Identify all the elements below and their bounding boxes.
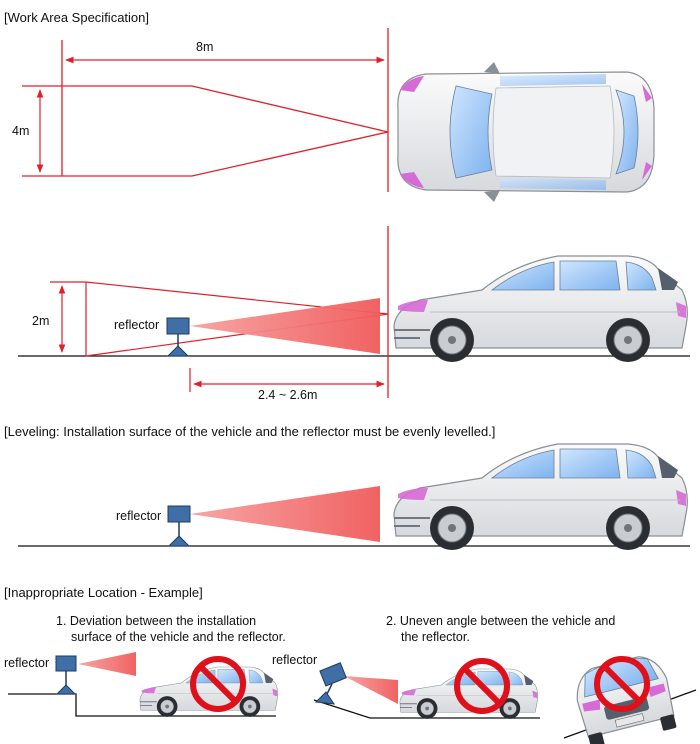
leveling-header: [Leveling: Installation surface of the v…	[4, 424, 496, 439]
example-2-line-1: 2. Uneven angle between the vehicle and	[386, 614, 616, 628]
radar-beam	[190, 486, 380, 542]
reflector-panel	[167, 505, 191, 523]
example-2-line-2: the reflector.	[401, 630, 470, 644]
side-view-section	[18, 226, 690, 398]
work-area-outline	[22, 85, 389, 177]
reflector-label: reflector	[116, 509, 162, 523]
reflector-panel	[55, 655, 77, 672]
reflector-label: reflector	[114, 318, 160, 332]
reflector-label: reflector	[272, 653, 318, 667]
radar-beam	[190, 298, 380, 354]
example-1-illustration	[8, 652, 279, 718]
reflector-panel	[166, 317, 190, 335]
height-dimension-label: 2m	[32, 314, 50, 328]
width-dimension-label: 4m	[12, 124, 30, 138]
example-3-illustration	[563, 649, 697, 744]
top-view-section	[22, 28, 655, 203]
work-area-header: [Work Area Specification]	[4, 10, 149, 25]
length-dimension-label: 8m	[196, 40, 214, 54]
leveling-section	[18, 443, 690, 551]
vehicle-side-view	[393, 255, 689, 363]
reflector-panel	[319, 662, 347, 687]
example-1-line-2: surface of the vehicle and the reflector…	[71, 630, 286, 644]
example-2-illustration	[313, 661, 540, 720]
inappropriate-header: [Inappropriate Location - Example]	[4, 585, 203, 600]
vehicle-side-view	[393, 443, 689, 551]
distance-dimension-label: 2.4 ~ 2.6m	[258, 388, 318, 402]
example-1-line-1: 1. Deviation between the installation	[56, 614, 257, 628]
reflector-label: reflector	[4, 656, 50, 670]
vehicle-front-view	[569, 649, 680, 744]
vehicle-top-view	[397, 61, 655, 203]
